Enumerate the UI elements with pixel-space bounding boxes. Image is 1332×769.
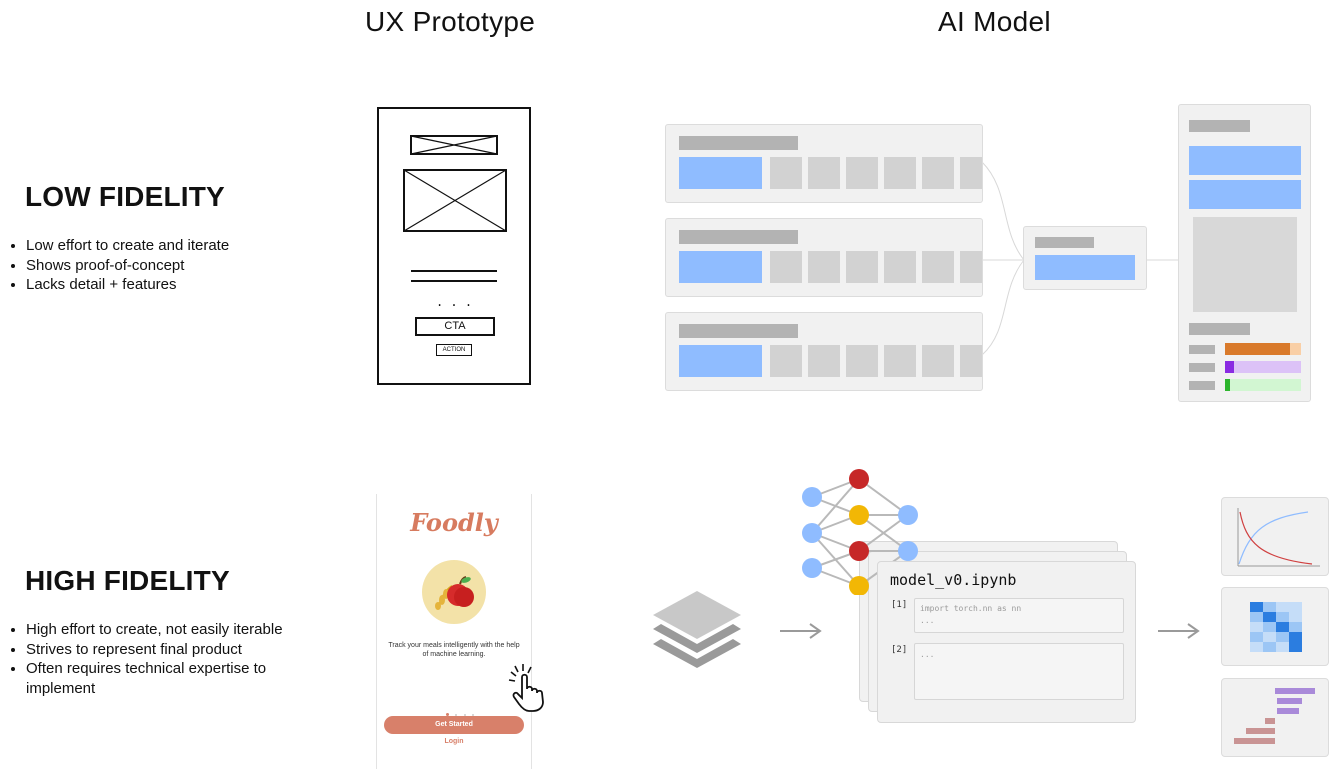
wireframe-cta-button: CTA	[415, 317, 495, 336]
bullet-item: High effort to create, not easily iterab…	[26, 620, 294, 640]
pointer-hand-icon	[508, 664, 544, 712]
bullet-item: Strives to represent final product	[26, 640, 294, 660]
model-layer-panel	[665, 312, 983, 391]
model-layer-panel	[665, 218, 983, 297]
layers-icon	[653, 591, 741, 668]
output-bar-purple	[1225, 361, 1234, 373]
column-title-ai: AI Model	[938, 6, 1051, 37]
curve-plot	[1237, 508, 1320, 567]
notebook-filename: model_v0.ipynb	[890, 571, 1017, 589]
wireframe-dots: . . .	[435, 295, 473, 309]
low-fidelity-title: LOW FIDELITY	[25, 181, 225, 212]
app-tagline: Track your meals intelligently with the …	[388, 642, 520, 658]
bars-plot	[1234, 688, 1315, 744]
bullet-item: Often requires technical expertise to im…	[26, 659, 294, 698]
bullet-item: Shows proof-of-concept	[26, 256, 316, 276]
apple-logo-icon	[422, 560, 486, 624]
heatmap-plot	[1250, 602, 1302, 652]
notebook-code-cell[interactable]: import torch.nn as nn ...	[914, 598, 1124, 633]
wireframe-drawing	[403, 135, 507, 282]
wireframe-action-button: ACTION	[436, 344, 472, 356]
app-brand-logo: Foodly	[410, 508, 498, 537]
wireframe-phone: . . . CTA ACTION	[377, 107, 531, 385]
login-link[interactable]: Login	[444, 738, 464, 745]
high-fidelity-bullets: High effort to create, not easily iterab…	[8, 620, 294, 698]
bullet-item: Lacks detail + features	[26, 275, 316, 295]
cell-index: [2]	[891, 645, 908, 655]
high-fidelity-title: HIGH FIDELITY	[25, 565, 230, 596]
column-title-ux: UX Prototype	[365, 6, 536, 37]
low-fidelity-bullets: Low effort to create and iterate Shows p…	[8, 236, 316, 295]
output-bar-orange	[1225, 343, 1290, 355]
model-layer-panel	[665, 124, 983, 203]
arrow-right-icon	[780, 623, 822, 639]
model-output-panel	[1178, 104, 1311, 402]
code-line: ...	[920, 650, 935, 659]
connector-lines	[981, 161, 1180, 356]
result-curve-card	[1221, 497, 1329, 576]
get-started-button[interactable]: Get Started	[384, 716, 524, 734]
notebook-card: model_v0.ipynb [1] import torch.nn as nn…	[877, 561, 1136, 723]
app-mock-screen: Foodly Track your meals intelligently wi…	[376, 494, 532, 769]
neural-network-icon	[802, 469, 918, 595]
arrow-right-icon	[1158, 623, 1200, 639]
notebook-code-cell[interactable]: ...	[914, 643, 1124, 700]
code-line: ...	[920, 616, 935, 625]
pagination-dots	[446, 703, 475, 721]
cell-index: [1]	[891, 600, 908, 610]
bullet-item: Low effort to create and iterate	[26, 236, 316, 256]
model-merge-panel	[1023, 226, 1147, 290]
result-bars-card	[1221, 678, 1329, 757]
result-heatmap-card	[1221, 587, 1329, 666]
code-line: import torch.nn as nn	[920, 604, 1022, 613]
output-bar-green	[1225, 379, 1230, 391]
